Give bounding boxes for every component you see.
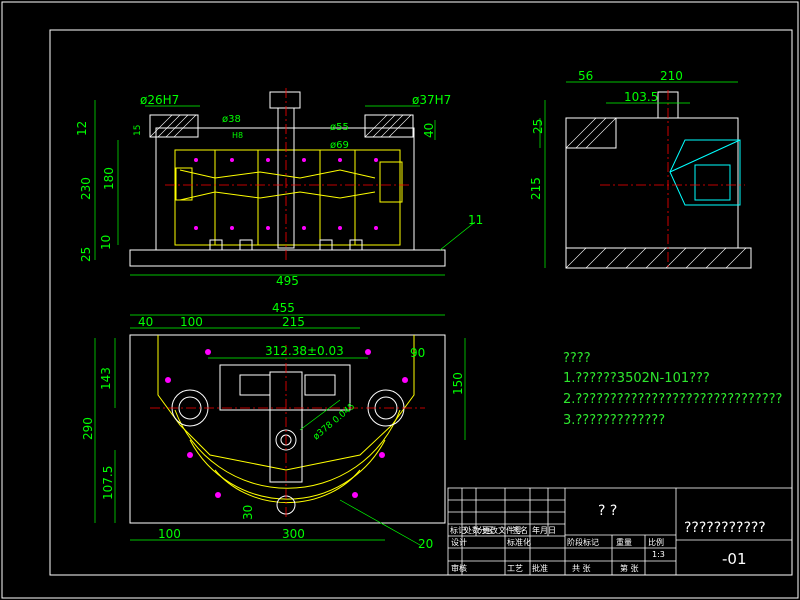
top-view bbox=[94, 314, 466, 546]
tb-label-2: 分区 bbox=[478, 526, 494, 535]
dim-12: 12 bbox=[75, 121, 89, 136]
tb-label-5: 年月日 bbox=[532, 525, 556, 535]
dim-h8: H8 bbox=[232, 131, 243, 140]
dim-180: 180 bbox=[102, 167, 116, 190]
dim-side-25: 25 bbox=[531, 119, 545, 134]
dim-30: 30 bbox=[241, 505, 255, 520]
drawing-frame bbox=[49, 29, 793, 576]
dim-210: 210 bbox=[660, 69, 683, 83]
dim-103-5: 103.5 bbox=[624, 90, 658, 104]
dim-15: 15 bbox=[133, 125, 143, 136]
dim-100b: 100 bbox=[158, 527, 181, 541]
dim-230: 230 bbox=[79, 177, 93, 200]
tb-label-11: 阶段标记 bbox=[567, 537, 599, 547]
dim-40b: 40 bbox=[138, 315, 153, 329]
notes-line-1: 1.??????3502N-101??? bbox=[563, 371, 710, 386]
dim-495: 495 bbox=[276, 274, 299, 288]
dim-215b: 215 bbox=[282, 315, 305, 329]
dim-d38: ø38 bbox=[222, 114, 241, 125]
tb-drawing-title: ??????????? bbox=[684, 520, 766, 536]
side-view bbox=[539, 81, 752, 269]
tb-label-15: 第 张 bbox=[620, 563, 639, 573]
tb-label-9: 工艺 bbox=[507, 564, 523, 573]
notes-heading: ???? bbox=[563, 351, 591, 366]
tb-scale: 1:3 bbox=[652, 550, 665, 559]
top-view-labels: 455 40 100 215 312.38±0.03 90 143 290 10… bbox=[81, 301, 465, 551]
dim-290: 290 bbox=[81, 417, 95, 440]
tb-label-7: 标准化 bbox=[507, 537, 531, 547]
tb-label-1: 处数 bbox=[464, 525, 480, 535]
callout-20: 20 bbox=[418, 537, 433, 551]
notes-line-2: 2.?????????????????????????????? bbox=[563, 392, 783, 407]
dim-300: 300 bbox=[282, 527, 305, 541]
title-block-labels: 标记 处数 分区 更改文件号 签名 年月日 设计 标准化 审核 工艺 批准 阶段… bbox=[450, 503, 766, 573]
dim-56: 56 bbox=[578, 69, 593, 83]
dim-d55: ø55 bbox=[330, 122, 349, 133]
dim-d69: ø69 bbox=[330, 140, 349, 151]
dim-455: 455 bbox=[272, 301, 295, 315]
tb-label-10: 批准 bbox=[532, 563, 548, 573]
front-view bbox=[94, 88, 476, 276]
dim-312: 312.38±0.03 bbox=[265, 344, 344, 358]
dim-d26h7: ø26H7 bbox=[140, 93, 179, 107]
title-block bbox=[447, 487, 793, 576]
tb-drawing-no: -01 bbox=[722, 550, 747, 568]
tb-label-3: 更改文件号 bbox=[482, 525, 522, 535]
dim-107-5: 107.5 bbox=[101, 466, 115, 500]
tb-label-14: 共 张 bbox=[572, 564, 591, 573]
dim-40: 40 bbox=[422, 123, 436, 138]
callout-11: 11 bbox=[468, 213, 483, 227]
tb-name: ? ? bbox=[598, 503, 617, 519]
dim-215: 215 bbox=[529, 177, 543, 200]
tb-label-6: 设计 bbox=[451, 537, 467, 547]
front-view-labels: ø26H7 ø37H7 ø38 H8 ø55 ø69 12 15 230 180… bbox=[75, 93, 483, 288]
dim-90: 90 bbox=[410, 346, 425, 360]
dim-d37h7: ø37H7 bbox=[412, 93, 451, 107]
dim-143: 143 bbox=[99, 367, 113, 390]
tb-label-12: 重量 bbox=[616, 537, 632, 547]
tb-label-0: 标记 bbox=[450, 525, 466, 535]
dim-100: 100 bbox=[180, 315, 203, 329]
tb-label-8: 审核 bbox=[451, 563, 467, 573]
dim-10: 10 bbox=[99, 235, 113, 250]
dim-150: 150 bbox=[451, 372, 465, 395]
notes-line-3: 3.????????????? bbox=[563, 413, 666, 428]
tb-label-4: 签名 bbox=[512, 525, 528, 535]
tb-label-13: 比例 bbox=[648, 537, 664, 547]
side-view-labels: 56 210 103.5 25 215 bbox=[529, 69, 683, 200]
dim-25: 25 bbox=[79, 247, 93, 262]
